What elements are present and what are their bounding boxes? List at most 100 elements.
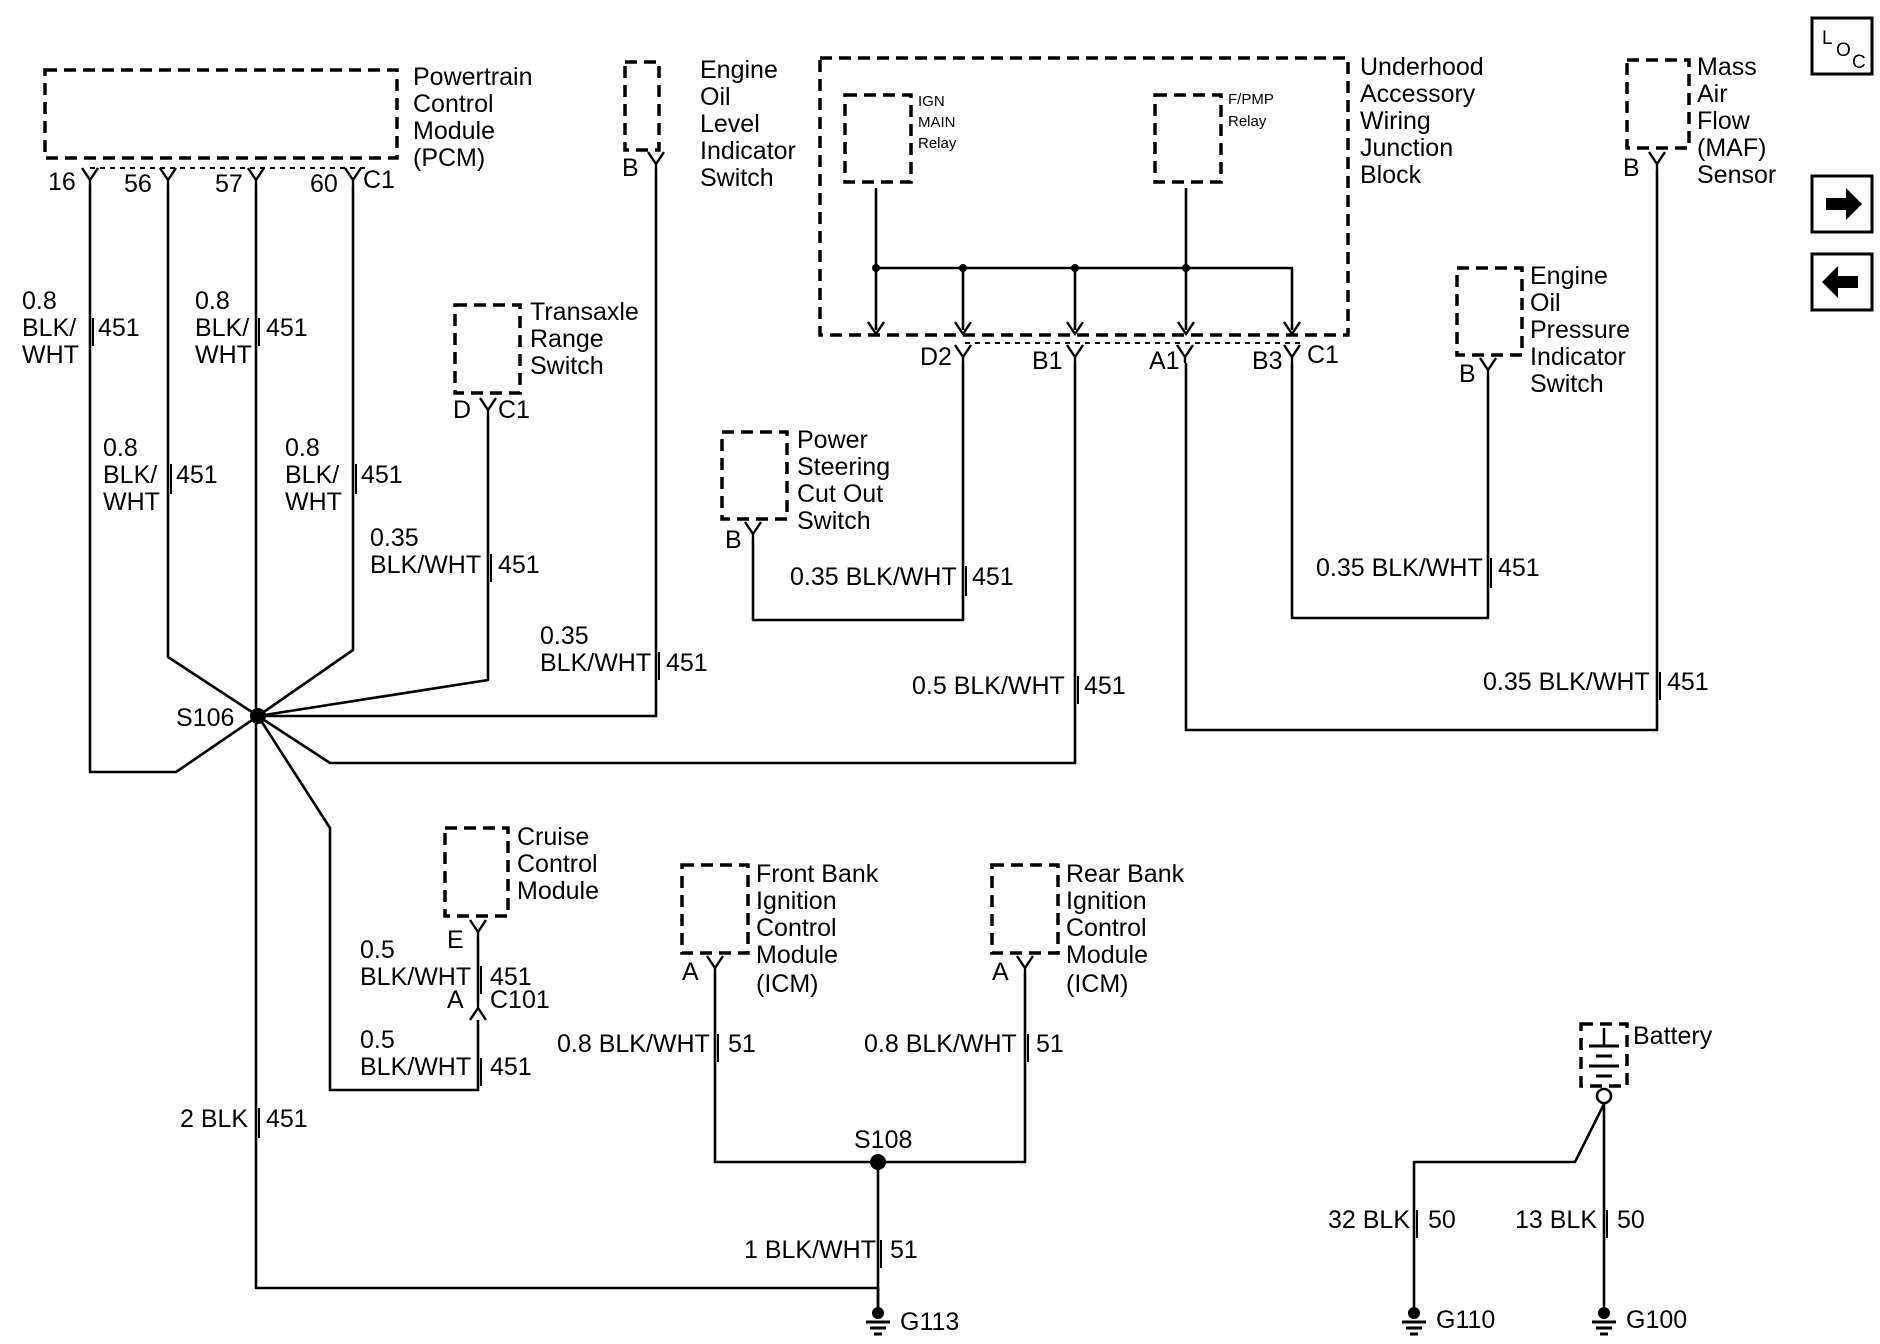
svg-text:Steering: Steering [797, 453, 890, 481]
svg-text:451: 451 [498, 551, 540, 579]
svg-text:WHT: WHT [22, 341, 79, 369]
next-page-button[interactable] [1810, 174, 1874, 234]
pin-labels: 16 56 57 60 C1 B B D2 B1 A1 B3 C1 D C1 B… [48, 154, 1640, 1014]
g100-label: G100 [1626, 1306, 1687, 1334]
svg-text:451: 451 [490, 963, 532, 991]
svg-text:BLK/WHT: BLK/WHT [370, 551, 481, 579]
g113-label: G113 [900, 1308, 959, 1336]
svg-text:Switch: Switch [1530, 370, 1604, 398]
maf-sensor-box [1625, 58, 1691, 150]
svg-text:E: E [447, 926, 464, 954]
svg-text:0.35 BLK/WHT: 0.35 BLK/WHT [1483, 668, 1650, 696]
svg-text:A: A [682, 958, 699, 986]
fpmp-relay-label: F/PMP Relay [1228, 91, 1274, 130]
fpmp-relay-box [1153, 93, 1223, 184]
ground-g100-icon [1592, 1307, 1616, 1336]
svg-text:BLK/: BLK/ [195, 314, 249, 342]
svg-text:Rear Bank: Rear Bank [1066, 860, 1185, 888]
svg-text:Ignition: Ignition [756, 887, 837, 915]
svg-text:Flow: Flow [1697, 107, 1751, 135]
svg-text:Engine: Engine [700, 56, 778, 84]
svg-text:0.5 BLK/WHT: 0.5 BLK/WHT [912, 672, 1065, 700]
svg-text:C: C [1852, 52, 1866, 73]
svg-text:16: 16 [48, 168, 76, 196]
s108-label: S108 [854, 1126, 912, 1154]
s108-splice-dot [870, 1154, 886, 1170]
svg-text:451: 451 [361, 461, 403, 489]
svg-text:WHT: WHT [103, 488, 160, 516]
svg-text:D: D [453, 396, 471, 424]
svg-text:C1: C1 [498, 396, 530, 424]
svg-text:0.35: 0.35 [370, 524, 419, 552]
wire-labels: 0.8 BLK/ WHT 451 0.8 BLK/ WHT 451 0.8 BL… [22, 287, 1709, 1268]
svg-text:Junction: Junction [1360, 134, 1453, 162]
previous-page-button[interactable] [1810, 252, 1874, 312]
s106-splice-dot [250, 708, 266, 724]
ground-g110-icon [1402, 1307, 1426, 1336]
front-icm-label: Front Bank Ignition Control Module (ICM) [756, 860, 879, 998]
svg-text:0.5: 0.5 [360, 1026, 395, 1054]
svg-text:Control: Control [517, 850, 598, 878]
svg-text:451: 451 [972, 563, 1014, 591]
svg-text:Engine: Engine [1530, 262, 1608, 290]
svg-text:451: 451 [666, 649, 708, 677]
transaxle-switch-box [453, 303, 522, 395]
svg-text:51: 51 [890, 1236, 918, 1264]
svg-text:Switch: Switch [797, 507, 871, 535]
svg-text:56: 56 [124, 170, 152, 198]
svg-text:WHT: WHT [285, 488, 342, 516]
s106-label: S106 [176, 704, 234, 732]
svg-text:Transaxle: Transaxle [530, 298, 639, 326]
svg-text:A1: A1 [1149, 347, 1180, 375]
svg-text:0.8: 0.8 [22, 287, 57, 315]
svg-text:451: 451 [266, 314, 308, 342]
svg-text:Sensor: Sensor [1697, 161, 1776, 189]
pcm-box [43, 68, 399, 160]
front-icm-box [680, 863, 750, 955]
svg-text:Module: Module [413, 117, 495, 145]
svg-text:Front Bank: Front Bank [756, 860, 879, 888]
svg-text:451: 451 [1667, 668, 1709, 696]
cruise-module-label: Cruise Control Module [517, 823, 599, 905]
svg-text:F/PMP: F/PMP [1228, 91, 1274, 108]
pcm-label: Powertrain Control Module (PCM) [413, 63, 533, 172]
svg-text:451: 451 [176, 461, 218, 489]
ps-cutout-label: Power Steering Cut Out Switch [797, 426, 890, 535]
svg-text:BLK/: BLK/ [22, 314, 76, 342]
svg-text:Air: Air [1697, 80, 1728, 108]
svg-text:Switch: Switch [700, 164, 774, 192]
svg-text:Module: Module [756, 941, 838, 969]
svg-text:D2: D2 [920, 343, 952, 371]
svg-text:BLK/: BLK/ [103, 461, 157, 489]
svg-text:BLK/WHT: BLK/WHT [360, 1053, 471, 1081]
battery-symbol [1579, 1022, 1629, 1105]
ps-cutout-box [720, 430, 789, 521]
svg-text:B1: B1 [1032, 347, 1063, 375]
svg-text:57: 57 [215, 170, 243, 198]
svg-text:Pressure: Pressure [1530, 316, 1630, 344]
location-button[interactable]: L O C [1810, 16, 1874, 76]
svg-text:51: 51 [1036, 1030, 1064, 1058]
cruise-module-box [443, 826, 510, 918]
svg-text:451: 451 [1084, 672, 1126, 700]
eol-switch-box [623, 60, 661, 152]
svg-text:B3: B3 [1252, 347, 1283, 375]
svg-text:50: 50 [1617, 1206, 1645, 1234]
svg-text:Relay: Relay [918, 135, 957, 152]
svg-text:451: 451 [266, 1105, 308, 1133]
svg-text:BLK/: BLK/ [285, 461, 339, 489]
transaxle-switch-label: Transaxle Range Switch [530, 298, 639, 380]
svg-text:Powertrain: Powertrain [413, 63, 533, 91]
svg-text:0.8 BLK/WHT: 0.8 BLK/WHT [557, 1030, 710, 1058]
svg-text:Range: Range [530, 325, 604, 353]
eol-switch-label: Engine Oil Level Indicator Switch [700, 56, 796, 192]
svg-text:Module: Module [1066, 941, 1148, 969]
rear-icm-box [990, 863, 1060, 955]
ign-main-relay-label: IGN MAIN Relay [918, 93, 957, 152]
svg-text:Cut Out: Cut Out [797, 480, 883, 508]
ground-g113-icon [866, 1307, 890, 1336]
svg-text:C1: C1 [1307, 341, 1339, 369]
svg-text:BLK/WHT: BLK/WHT [360, 963, 471, 991]
svg-text:1 BLK/WHT: 1 BLK/WHT [744, 1236, 876, 1264]
svg-text:C1: C1 [363, 166, 395, 194]
